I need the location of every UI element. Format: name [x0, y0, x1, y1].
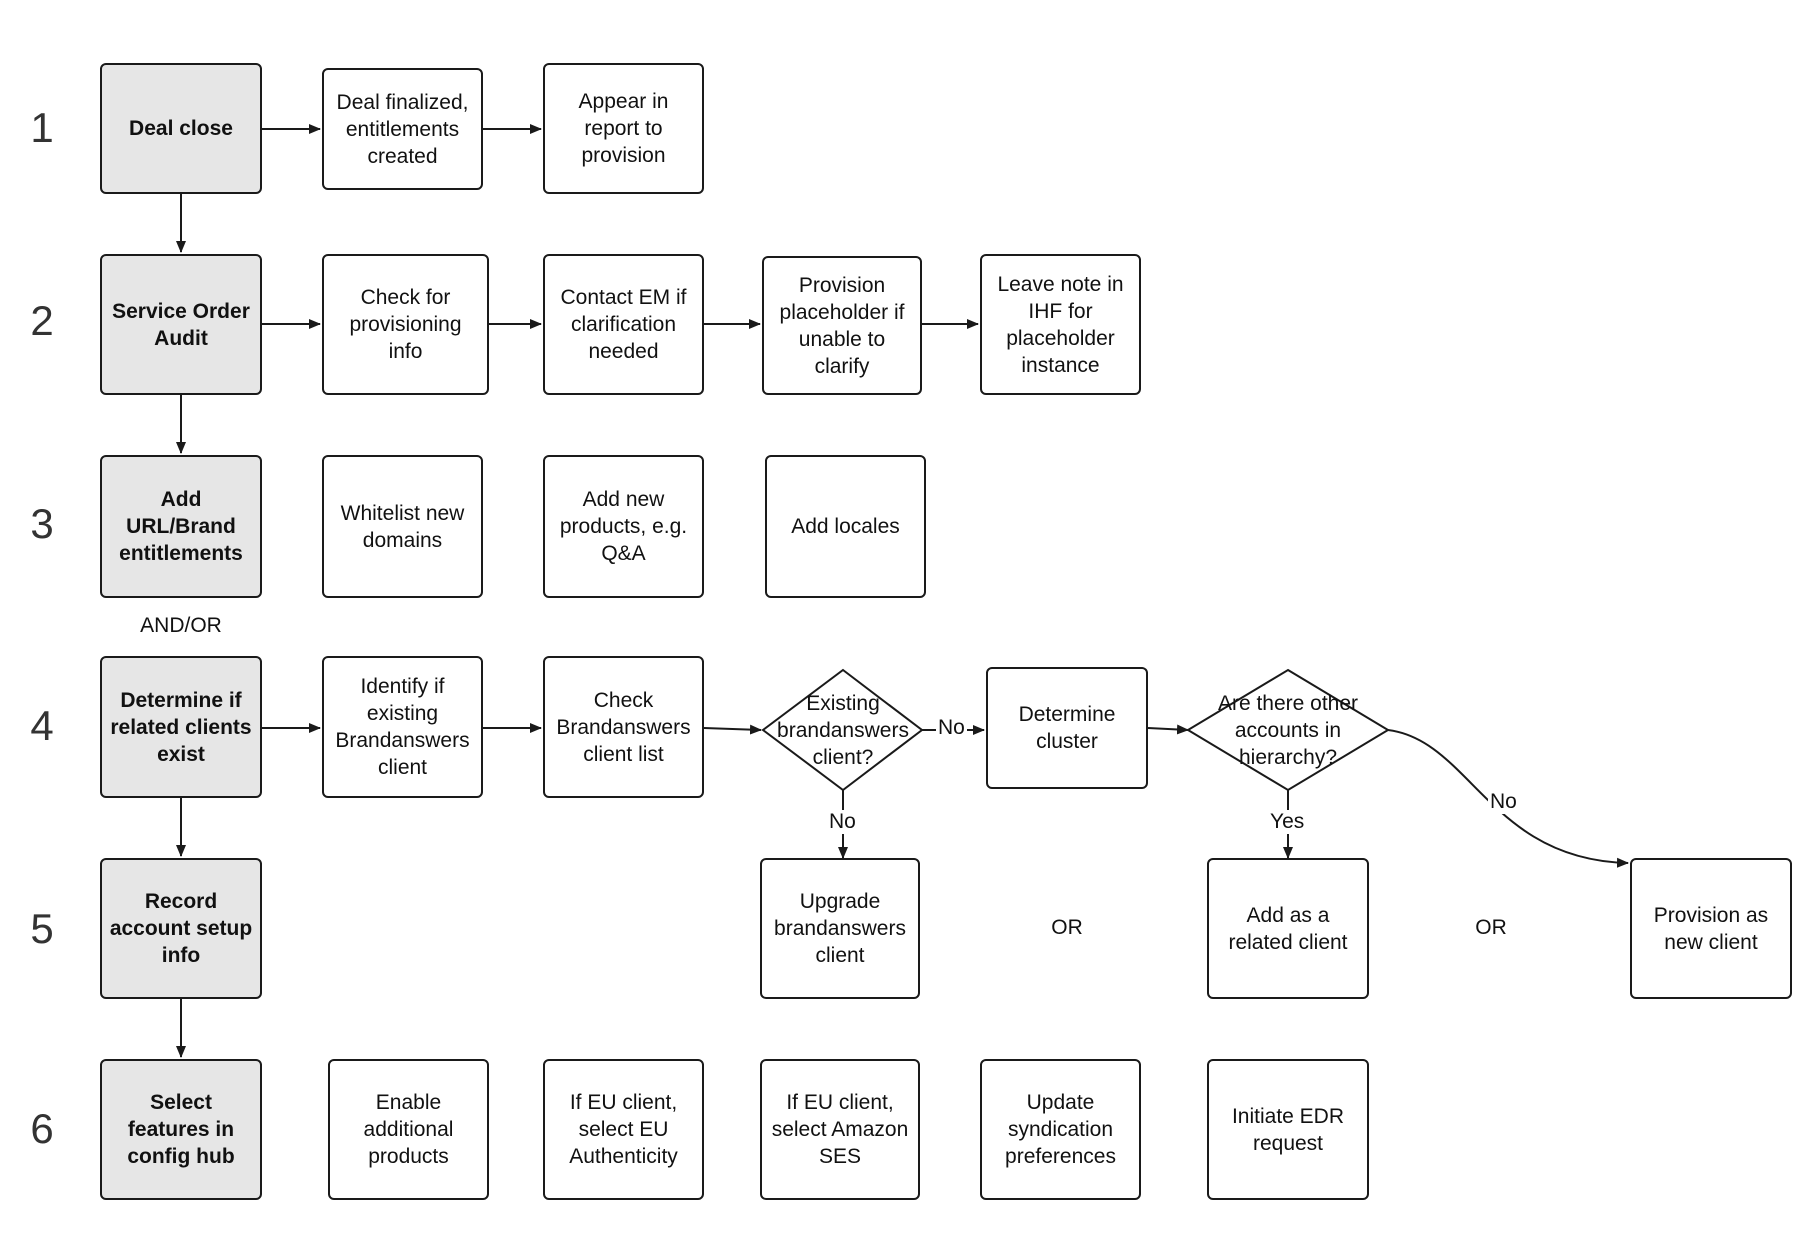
step-provision-placeholder-label: Provision placeholder if unable to clari… — [779, 273, 905, 378]
step-provision-placeholder: Provision placeholder if unable to clari… — [762, 256, 922, 395]
step-contact-em-label: Contact EM if clarification needed — [560, 286, 687, 363]
step-eu-authenticity-label: If EU client, select EU Authenticity — [569, 1091, 678, 1168]
stage-service-order-audit: Service Order Audit — [100, 254, 262, 395]
stage-select-features-label: Select features in config hub — [127, 1091, 235, 1168]
row-number-3: 3 — [30, 500, 54, 547]
step-whitelist-domains-label: Whitelist new domains — [340, 501, 465, 552]
or-label-1: OR — [1051, 916, 1083, 939]
step-check-provisioning-label: Check for provisioning info — [349, 286, 462, 363]
step-add-related: Add as a related client — [1207, 858, 1369, 999]
step-deal-finalized-label: Deal finalized, entitlements created — [336, 90, 469, 168]
edge-label-no-right: No — [936, 716, 967, 740]
step-check-list-label: Check Brandanswers client list — [556, 688, 691, 766]
step-whitelist-domains: Whitelist new domains — [322, 455, 483, 598]
arrow-cluster-to-diamond2 — [1147, 724, 1189, 735]
step-update-syndication: Update syndication preferences — [980, 1059, 1141, 1200]
step-eu-authenticity: If EU client, select EU Authenticity — [543, 1059, 704, 1200]
step-determine-cluster: Determine cluster — [986, 667, 1148, 789]
step-add-products-label: Add new products, e.g. Q&A — [559, 488, 688, 565]
step-add-locales-label: Add locales — [791, 515, 900, 538]
step-upgrade-client-label: Upgrade brandanswers client — [774, 890, 906, 967]
row-number-4: 4 — [30, 702, 54, 749]
step-appear-report-label: Appear in report to provision — [578, 90, 669, 167]
step-add-locales: Add locales — [765, 455, 926, 598]
step-provision-new: Provision as new client — [1630, 858, 1792, 999]
edge-label-yes-down: Yes — [1268, 810, 1307, 834]
stage-service-order-audit-label: Service Order Audit — [112, 299, 250, 350]
step-add-related-label: Add as a related client — [1228, 903, 1348, 954]
stage-determine-related-label: Determine if related clients exist — [110, 688, 252, 766]
or-label-2: OR — [1475, 916, 1507, 939]
edge-label-no-curve: No — [1488, 790, 1519, 814]
stage-deal-close: Deal close — [100, 63, 262, 194]
stage-add-entitlements: Add URL/Brand entitlements — [100, 455, 262, 598]
step-identify-existing: Identify if existing Brandanswers client — [322, 656, 483, 798]
arrow-check-to-diamond1 — [703, 724, 762, 735]
step-determine-cluster-label: Determine cluster — [1018, 703, 1116, 753]
decision-other-accounts: Are there other accounts in hierarchy? — [1217, 691, 1359, 769]
decision-existing-client: Existing brandanswers client? — [777, 691, 909, 769]
step-upgrade-client: Upgrade brandanswers client — [760, 858, 920, 999]
step-check-provisioning: Check for provisioning info — [322, 254, 489, 395]
step-eu-ses: If EU client, select Amazon SES — [760, 1059, 920, 1200]
step-enable-products-label: Enable additional products — [363, 1091, 454, 1168]
stage-record-account-label: Record account setup info — [109, 890, 253, 967]
step-identify-existing-label: Identify if existing Brandanswers client — [335, 675, 470, 779]
stage-determine-related: Determine if related clients exist — [100, 656, 262, 798]
stage-add-entitlements-label: Add URL/Brand entitlements — [119, 488, 243, 565]
stage-select-features: Select features in config hub — [100, 1059, 262, 1200]
row-number-6: 6 — [30, 1105, 54, 1152]
step-provision-new-label: Provision as new client — [1653, 903, 1769, 954]
step-enable-products: Enable additional products — [328, 1059, 489, 1200]
edge-label-no-down: No — [827, 810, 858, 834]
step-contact-em: Contact EM if clarification needed — [543, 254, 704, 395]
row-number-5: 5 — [30, 905, 54, 952]
step-leave-note-label: Leave note in IHF for placeholder instan… — [997, 272, 1124, 377]
row-number-1: 1 — [30, 104, 54, 151]
step-initiate-edr-label: Initiate EDR request — [1231, 1104, 1345, 1155]
stage-deal-close-label: Deal close — [129, 117, 233, 140]
step-update-syndication-label: Update syndication preferences — [1005, 1091, 1116, 1168]
step-appear-report: Appear in report to provision — [543, 63, 704, 194]
step-eu-ses-label: If EU client, select Amazon SES — [771, 1091, 909, 1168]
step-check-list: Check Brandanswers client list — [543, 656, 704, 798]
step-initiate-edr: Initiate EDR request — [1207, 1059, 1369, 1200]
stage-record-account: Record account setup info — [100, 858, 262, 999]
step-deal-finalized: Deal finalized, entitlements created — [322, 68, 483, 190]
arrow-diamond2-curve-no — [1387, 729, 1629, 868]
step-leave-note: Leave note in IHF for placeholder instan… — [980, 254, 1141, 395]
step-add-products: Add new products, e.g. Q&A — [543, 455, 704, 598]
row-number-2: 2 — [30, 297, 54, 344]
and-or-label: AND/OR — [140, 614, 222, 637]
